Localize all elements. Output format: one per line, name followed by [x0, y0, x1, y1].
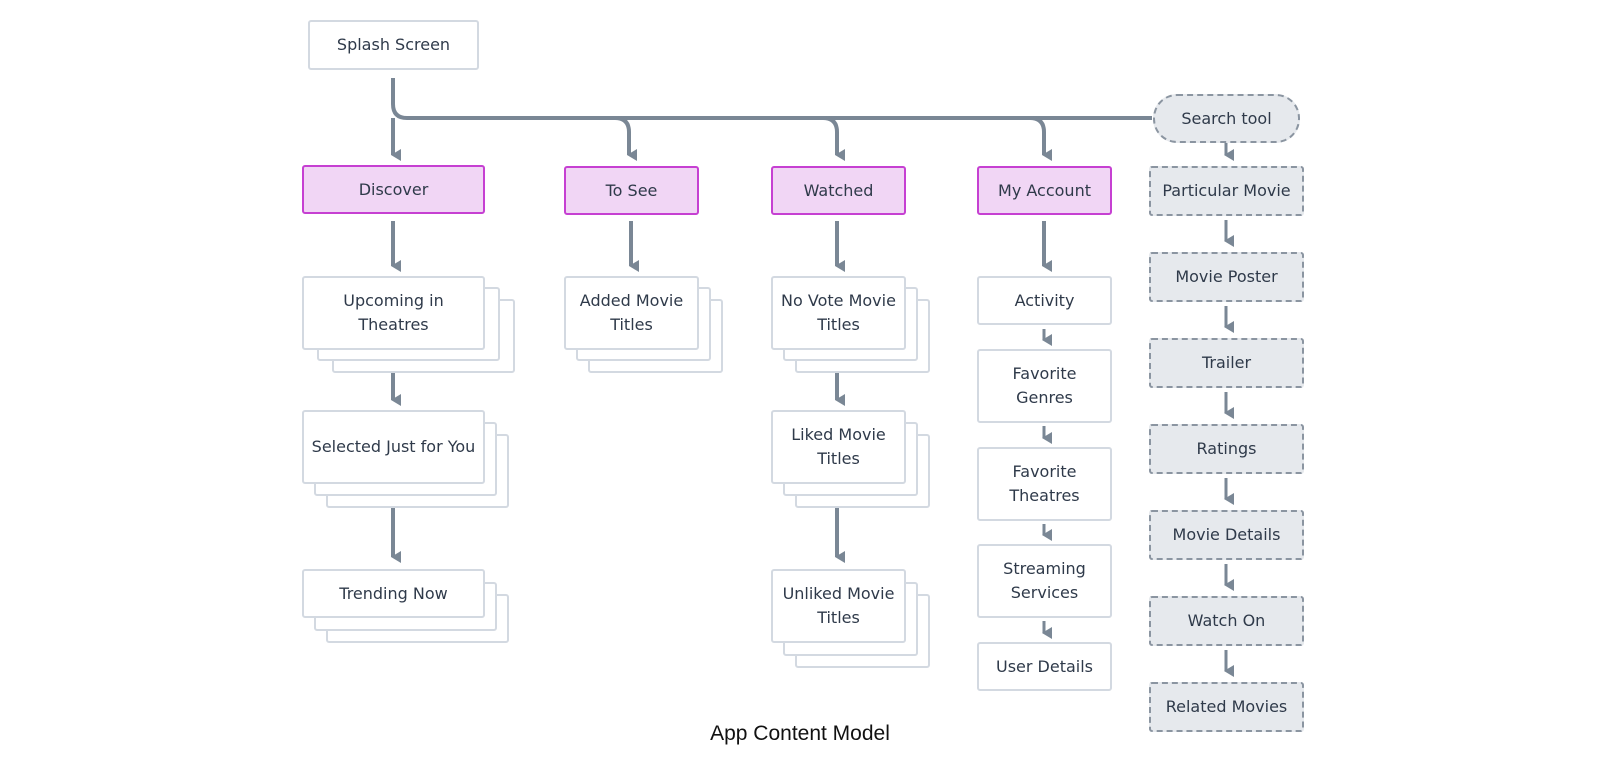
trailer-node: Trailer: [1149, 338, 1304, 388]
upcoming-in-theatres-node: Upcoming in Theatres: [302, 276, 485, 350]
ratings-node: Ratings: [1149, 424, 1304, 474]
favorite-theatres-node: Favorite Theatres: [977, 447, 1112, 521]
particular-movie-node: Particular Movie: [1149, 166, 1304, 216]
selected-just-for-you-node: Selected Just for You: [302, 410, 485, 484]
user-details-node: User Details: [977, 642, 1112, 691]
streaming-services-node: Streaming Services: [977, 544, 1112, 618]
movie-details-node: Movie Details: [1149, 510, 1304, 560]
watched-section: Watched: [771, 166, 906, 215]
activity-node: Activity: [977, 276, 1112, 325]
added-movie-titles-node: Added Movie Titles: [564, 276, 699, 350]
movie-poster-node: Movie Poster: [1149, 252, 1304, 302]
discover-section: Discover: [302, 165, 485, 214]
unliked-movie-titles-node: Unliked Movie Titles: [771, 569, 906, 643]
trending-now-node: Trending Now: [302, 569, 485, 618]
watch-on-node: Watch On: [1149, 596, 1304, 646]
favorite-genres-node: Favorite Genres: [977, 349, 1112, 423]
liked-movie-titles-node: Liked Movie Titles: [771, 410, 906, 484]
connector-trunk-tosee: [614, 116, 637, 161]
connector-trunk-watched: [822, 116, 845, 161]
splash-screen-node: Splash Screen: [308, 20, 479, 70]
splash-trunk-connector: [391, 78, 1152, 120]
my-account-section: My Account: [977, 166, 1112, 215]
search-tool-node: Search tool: [1153, 94, 1300, 143]
related-movies-node: Related Movies: [1149, 682, 1304, 732]
diagram-caption: App Content Model: [710, 722, 890, 745]
to-see-section: To See: [564, 166, 699, 215]
connector-trunk-account: [1029, 116, 1052, 161]
no-vote-movie-titles-node: No Vote Movie Titles: [771, 276, 906, 350]
